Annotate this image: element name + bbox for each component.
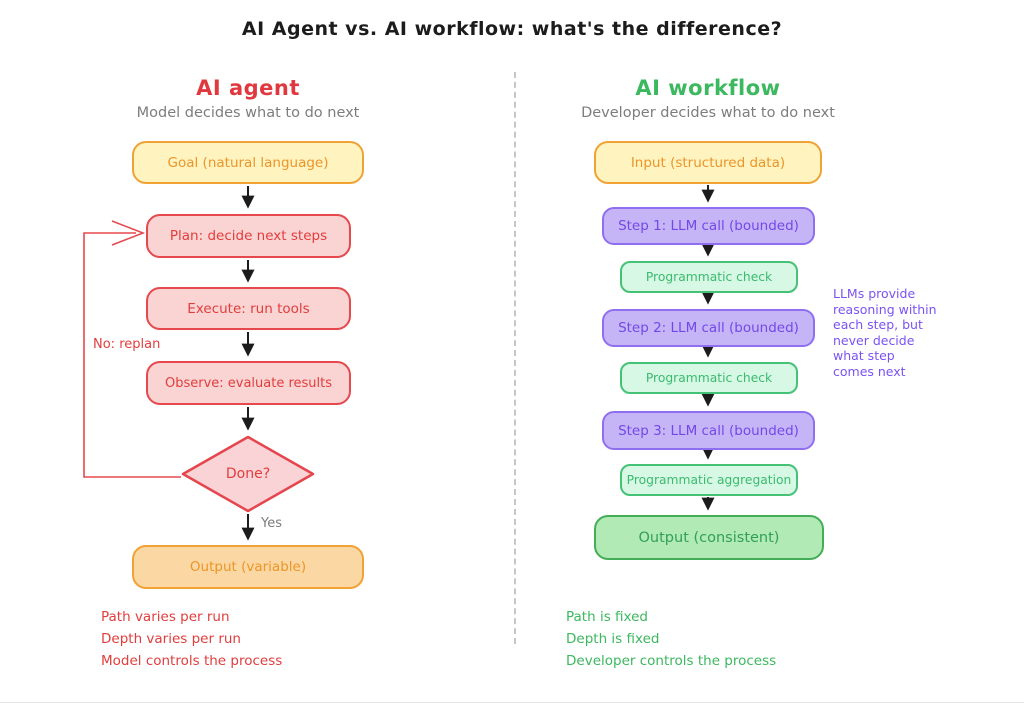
agent-subheading: Model decides what to do next [136, 105, 360, 121]
node-input: Input (structured data) [594, 141, 822, 184]
side-note-line-5: what step [833, 348, 895, 364]
workflow-heading: AI workflow [635, 76, 781, 100]
node-input-label: Input (structured data) [630, 154, 786, 171]
agent-heading: AI agent [196, 76, 300, 100]
node-plan: Plan: decide next steps [146, 214, 351, 258]
center-divider [514, 72, 516, 644]
node-execute: Execute: run tools [146, 287, 351, 330]
node-decision-label: Done? [225, 466, 271, 482]
side-note-line-3: each step, but [833, 317, 923, 333]
side-note-line-4: never decide [833, 332, 915, 348]
workflow-footer-line-3: Developer controls the process [566, 653, 777, 669]
node-step3-label: Step 3: LLM call (bounded) [618, 422, 799, 439]
node-step2-label: Step 2: LLM call (bounded) [618, 320, 799, 336]
node-observe: Observe: evaluate results [146, 361, 351, 405]
node-aggregation-label: Programmatic aggregation [626, 473, 792, 487]
node-output-consistent-label: Output (consistent) [638, 529, 780, 546]
node-step1: Step 1: LLM call (bounded) [602, 207, 815, 245]
agent-footer: Path varies per run Depth varies per run… [101, 606, 282, 672]
workflow-footer-line-2: Depth is fixed [566, 631, 660, 647]
node-decision: Done? [181, 435, 315, 513]
agent-footer-line-3: Model controls the process [101, 653, 283, 669]
agent-footer-line-1: Path varies per run [101, 609, 230, 625]
edge-label-yes: Yes [261, 516, 282, 531]
node-check2: Programmatic check [620, 362, 798, 394]
node-observe-label: Observe: evaluate results [164, 375, 333, 391]
side-note-line-1: LLMs provide [833, 286, 916, 301]
diagram-title: AI Agent vs. AI workflow: what's the dif… [241, 18, 783, 40]
node-output-variable-label: Output (variable) [189, 559, 307, 575]
node-aggregation: Programmatic aggregation [620, 464, 798, 496]
agent-footer-line-2: Depth varies per run [101, 631, 241, 647]
node-check1-label: Programmatic check [645, 270, 773, 284]
workflow-subheading: Developer decides what to do next [581, 105, 835, 121]
node-step3: Step 3: LLM call (bounded) [602, 411, 815, 450]
llm-side-note: LLMs provide reasoning within each step,… [833, 286, 983, 380]
node-output-consistent: Output (consistent) [594, 515, 824, 560]
workflow-footer: Path is fixed Depth is fixed Developer c… [566, 606, 776, 672]
node-step2: Step 2: LLM call (bounded) [602, 309, 815, 347]
node-step1-label: Step 1: LLM call (bounded) [618, 218, 799, 234]
node-output-variable: Output (variable) [132, 545, 364, 589]
workflow-footer-line-1: Path is fixed [566, 609, 648, 625]
node-plan-label: Plan: decide next steps [169, 228, 328, 244]
decision-diamond-shape [181, 435, 315, 513]
node-check2-label: Programmatic check [645, 371, 773, 385]
node-check1: Programmatic check [620, 261, 798, 293]
node-execute-label: Execute: run tools [187, 300, 310, 317]
edge-label-no-replan: No: replan [93, 337, 161, 352]
node-goal: Goal (natural language) [132, 141, 364, 184]
side-note-line-6: comes next [833, 363, 906, 379]
page-bottom-edge [0, 702, 1024, 703]
node-goal-label: Goal (natural language) [167, 154, 329, 171]
side-note-line-2: reasoning within [833, 301, 937, 317]
